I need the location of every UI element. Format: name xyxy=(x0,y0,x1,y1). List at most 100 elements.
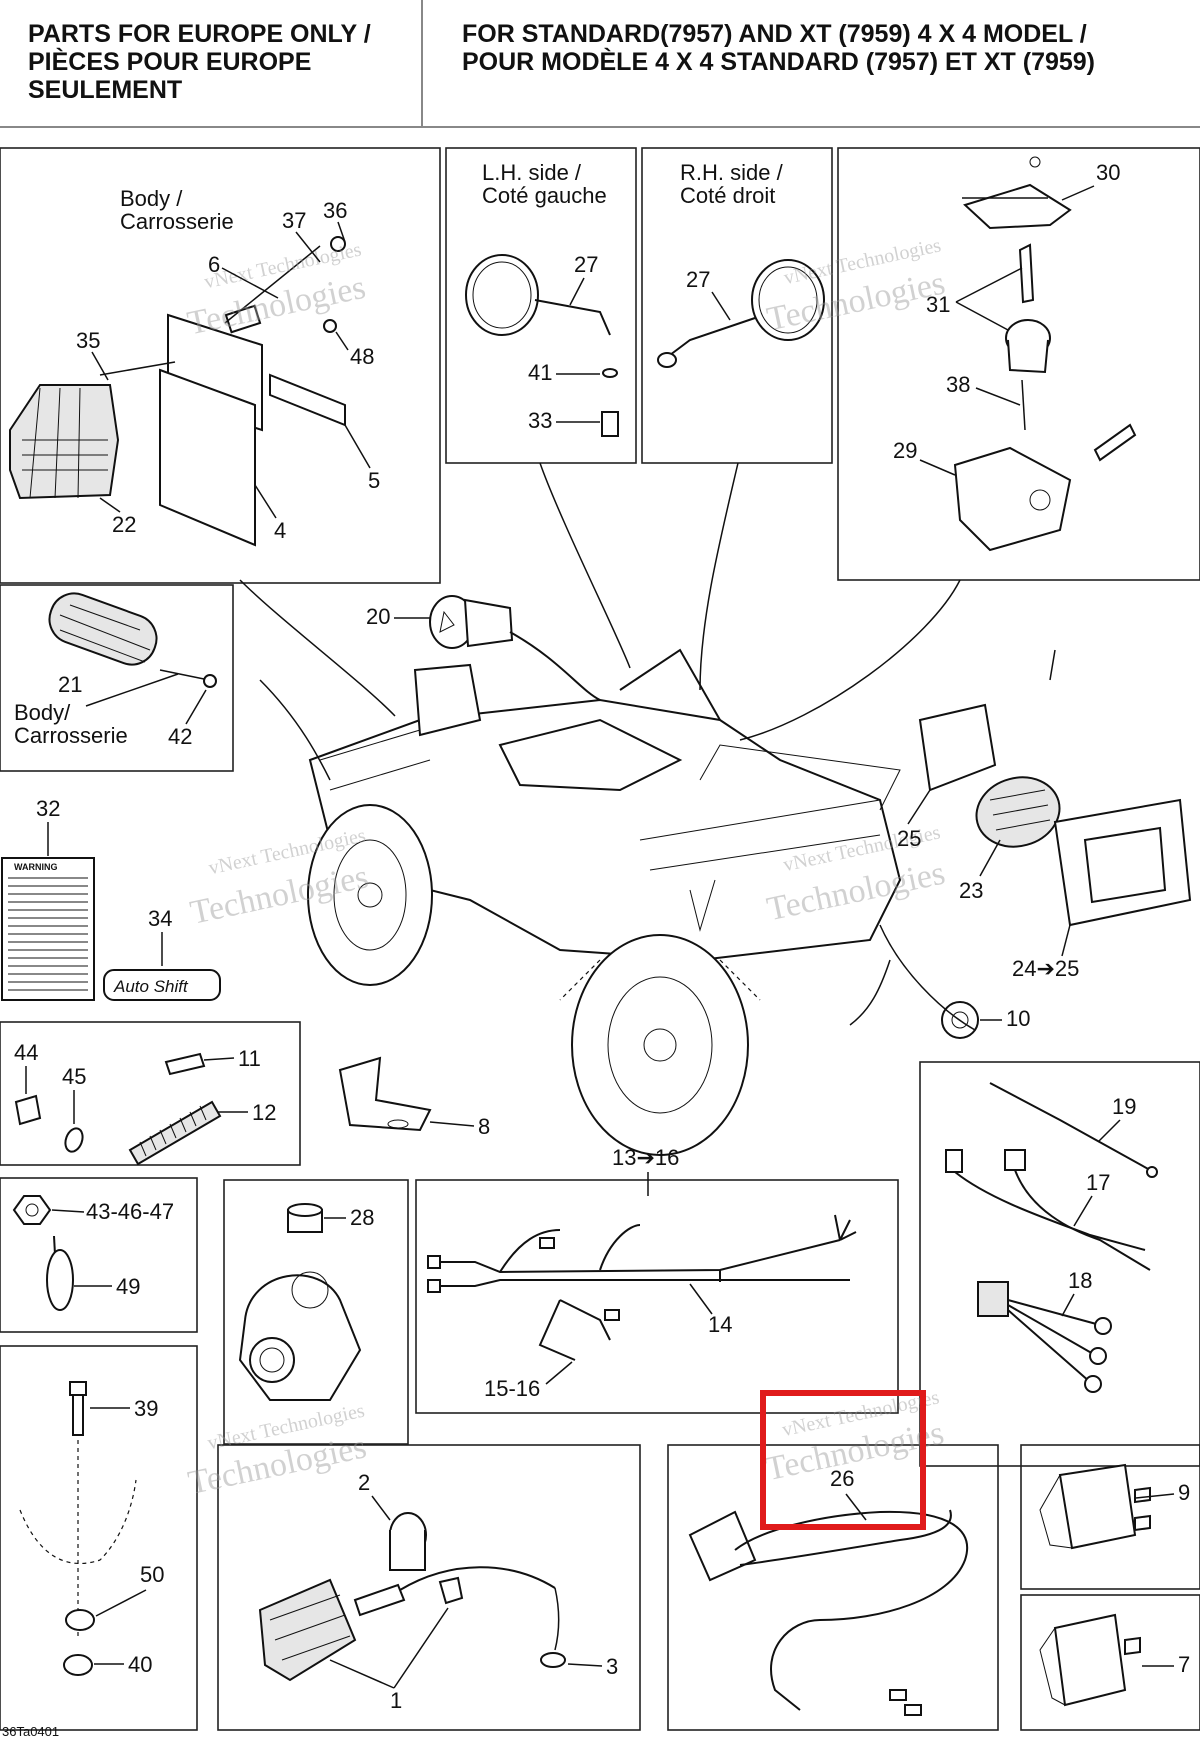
label-15-16: 15-16 xyxy=(484,1376,540,1401)
small-parts xyxy=(14,1052,432,1166)
header-left-line-2: PIÈCES POUR EUROPE xyxy=(28,47,311,76)
panel-grommet xyxy=(223,1179,409,1445)
grommet-assembly xyxy=(238,1203,362,1401)
label-3: 3 xyxy=(606,1654,618,1679)
label-26: 26 xyxy=(830,1466,854,1491)
label-22: 22 xyxy=(112,512,136,537)
warning-decal-title: WARNING xyxy=(14,862,58,872)
panel-frames xyxy=(0,147,1200,1731)
warning-decal: WARNING xyxy=(1,857,95,1001)
panel-ties xyxy=(0,1177,198,1333)
label-13-16: 13➔16 xyxy=(612,1145,679,1170)
nut-and-tie xyxy=(12,1195,74,1311)
label-27-right: 27 xyxy=(686,267,710,292)
label-30: 30 xyxy=(1096,160,1120,185)
label-37: 37 xyxy=(282,208,306,233)
panel-lh-mirror xyxy=(445,147,637,464)
label-25: 25 xyxy=(897,826,921,851)
callouts: 36 37 6 35 48 5 22 4 27 41 33 27 30 31 3… xyxy=(14,160,1190,1713)
turn-signal-assembly xyxy=(258,1512,566,1682)
label-34: 34 xyxy=(148,906,172,931)
label-28: 28 xyxy=(350,1205,374,1230)
panel-relay xyxy=(1020,1444,1200,1590)
label-49: 49 xyxy=(116,1274,140,1299)
panel-harness-right xyxy=(919,1061,1200,1467)
label-33: 33 xyxy=(528,408,552,433)
label-10: 10 xyxy=(1006,1006,1030,1031)
label-1: 1 xyxy=(390,1688,402,1713)
label-45: 45 xyxy=(62,1064,86,1089)
header-right-line-2: POUR MODÈLE 4 X 4 STANDARD (7957) ET XT … xyxy=(462,47,1095,76)
caption-rh-side-1: R.H. side / xyxy=(680,160,784,185)
header-right-line-1: FOR STANDARD(7957) AND XT (7959) 4 X 4 M… xyxy=(462,20,1087,48)
panel-body-plate xyxy=(0,147,441,584)
panel-screws xyxy=(0,1345,198,1731)
auto-shift-decal-text: Auto Shift xyxy=(113,977,189,996)
taillight-assembly xyxy=(9,236,346,547)
panel-ignition xyxy=(837,147,1200,581)
label-36: 36 xyxy=(323,198,347,223)
switch-harness-26 xyxy=(688,1509,969,1716)
panel-switch-harness xyxy=(667,1444,999,1731)
label-43-46-47: 43-46-47 xyxy=(86,1199,174,1224)
label-20: 20 xyxy=(366,604,390,629)
flasher xyxy=(1039,1613,1141,1707)
label-6: 6 xyxy=(208,252,220,277)
label-27-left: 27 xyxy=(574,252,598,277)
reflector xyxy=(48,592,217,688)
label-18: 18 xyxy=(1068,1268,1092,1293)
label-29: 29 xyxy=(893,438,917,463)
highlight-box-26 xyxy=(760,1390,926,1530)
label-21: 21 xyxy=(58,672,82,697)
label-32: 32 xyxy=(36,796,60,821)
ignition-switch xyxy=(953,156,1137,552)
panel-captions: Body / Carrosserie L.H. side / Coté gauc… xyxy=(14,160,784,748)
label-44: 44 xyxy=(14,1040,38,1065)
panel-small-parts xyxy=(0,1021,301,1166)
leader-lines xyxy=(239,462,1056,1651)
label-39: 39 xyxy=(134,1396,158,1421)
screw-assembly xyxy=(19,1381,137,1676)
label-35: 35 xyxy=(76,328,100,353)
label-23: 23 xyxy=(959,878,983,903)
header-left-line-1: PARTS FOR EUROPE ONLY / xyxy=(28,20,371,48)
caption-rh-side-2: Coté droit xyxy=(680,183,775,208)
header-left-line-3: SEULEMENT xyxy=(28,76,182,104)
relay xyxy=(1039,1463,1151,1550)
panel-turn-signal xyxy=(217,1444,641,1731)
label-50: 50 xyxy=(140,1562,164,1587)
main-wiring-harness xyxy=(427,1214,857,1361)
label-17: 17 xyxy=(1086,1170,1110,1195)
light-switch xyxy=(429,595,601,701)
lh-mirror xyxy=(465,254,619,437)
label-38: 38 xyxy=(946,372,970,397)
label-19: 19 xyxy=(1112,1094,1136,1119)
label-41: 41 xyxy=(528,360,552,385)
label-40: 40 xyxy=(128,1652,152,1677)
label-9: 9 xyxy=(1178,1480,1190,1505)
panel-rh-mirror xyxy=(641,147,833,464)
caption-body-left-1: Body/ xyxy=(14,700,71,725)
caption-lh-side-2: Coté gauche xyxy=(482,183,607,208)
footer-code: 36Ta0401 xyxy=(2,1724,59,1739)
panel-flasher xyxy=(1020,1594,1200,1731)
label-11: 11 xyxy=(238,1046,261,1071)
label-5: 5 xyxy=(368,468,380,493)
label-14: 14 xyxy=(708,1312,732,1337)
panel-main-harness xyxy=(415,1179,899,1414)
label-24-25: 24➔25 xyxy=(1012,956,1079,981)
atv-vehicle xyxy=(307,648,902,1156)
right-harness-group xyxy=(945,1082,1158,1393)
caption-body-top-2: Carrosserie xyxy=(120,209,234,234)
label-42: 42 xyxy=(168,724,192,749)
panel-reflector xyxy=(0,584,234,772)
caption-lh-side-1: L.H. side / xyxy=(482,160,582,185)
label-48: 48 xyxy=(350,344,374,369)
label-12: 12 xyxy=(252,1100,276,1125)
label-8: 8 xyxy=(478,1114,490,1139)
label-7: 7 xyxy=(1178,1652,1190,1677)
header: PARTS FOR EUROPE ONLY / PIÈCES POUR EURO… xyxy=(0,0,1200,128)
label-2: 2 xyxy=(358,1470,370,1495)
caption-body-top-1: Body / xyxy=(120,186,183,211)
